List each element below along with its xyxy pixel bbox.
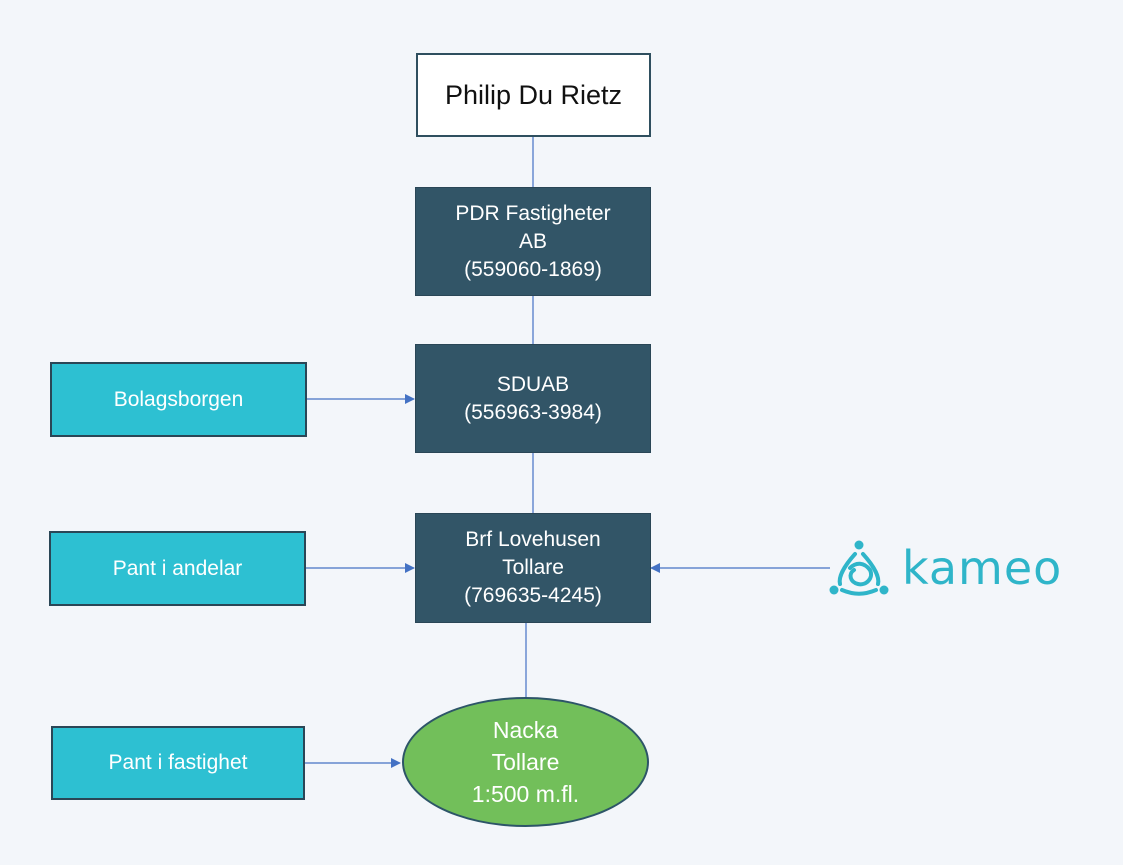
brf-name-line2: Tollare [502,556,564,579]
sduab-box: SDUAB (556963-3984) [415,344,651,453]
pdr-name-line1: PDR Fastigheter [455,201,611,225]
kameo-logo-text: kameo [902,541,1063,595]
pant-fastighet-label: Pant i fastighet [108,751,248,774]
pant-fastighet-box: Pant i fastighet [51,726,305,800]
pant-andelar-box: Pant i andelar [49,531,306,606]
bolagsborgen-box: Bolagsborgen [50,362,307,437]
brf-org-number: (769635-4245) [464,584,602,607]
owner-name: Philip Du Rietz [444,80,623,110]
property-line3: 1:500 m.fl. [471,781,580,807]
owner-box: Philip Du Rietz [416,53,651,137]
sduab-name: SDUAB [496,372,570,396]
bolagsborgen-label: Bolagsborgen [113,387,244,411]
property-line2: Tollare [491,749,560,775]
pant-andelar-label: Pant i andelar [112,556,243,580]
property-line1: Nacka [492,717,559,743]
brf-lovehusen-box: Brf Lovehusen Tollare (769635-4245) [415,513,651,623]
pdr-fastigheter-box: PDR Fastigheter AB (559060-1869) [415,187,651,296]
sduab-org-number: (556963-3984) [464,400,602,424]
property-ellipse: Nacka Tollare 1:500 m.fl. [402,697,649,827]
kameo-logo-icon [829,540,889,596]
pdr-name-line2: AB [518,229,547,253]
kameo-logo: kameo [828,538,1062,598]
brf-name-line1: Brf Lovehusen [465,528,601,551]
pdr-org-number: (559060-1869) [464,257,602,281]
